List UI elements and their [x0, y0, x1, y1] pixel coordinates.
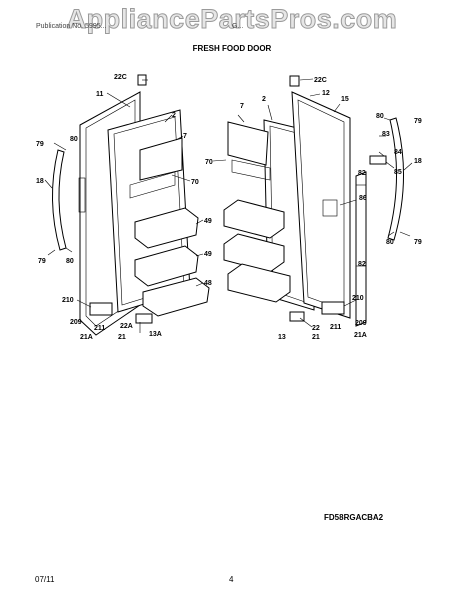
- callout-209-left: 209: [70, 319, 82, 326]
- callout-21-right: 21: [312, 334, 320, 341]
- page-number: 4: [229, 575, 234, 584]
- callout-82-upper: 82: [358, 170, 366, 177]
- callout-83: 83: [382, 131, 390, 138]
- model-code: FD58RGACBA2: [324, 513, 384, 522]
- callout-11: 11: [96, 91, 104, 98]
- callout-211-left: 211: [94, 325, 105, 332]
- callout-210-right: 210: [352, 295, 364, 302]
- left-handle: [51, 149, 67, 251]
- callout-13-right: 13: [278, 334, 286, 341]
- callout-22-right: 22: [312, 325, 320, 332]
- callout-48: 48: [204, 280, 212, 287]
- callout-7-right: 7: [240, 103, 244, 110]
- callout-2-right: 2: [262, 96, 266, 103]
- right-callouts: 22C 12 7 2 15 80 79 83 84 85 18 70 82 86…: [205, 77, 422, 341]
- callout-22a: 22A: [120, 323, 133, 330]
- callout-21a-right: 21A: [354, 332, 367, 339]
- callout-84: 84: [394, 149, 402, 156]
- header-publication: Publication No. 5995...: [36, 23, 107, 30]
- callout-21-left: 21: [118, 334, 126, 341]
- callout-70-right: 70: [205, 159, 213, 166]
- callout-79-right-top: 79: [414, 118, 422, 125]
- callout-86: 86: [359, 195, 367, 202]
- callout-80-left-top: 80: [70, 136, 78, 143]
- callout-18-left: 18: [36, 178, 44, 185]
- callout-80-right-top: 80: [376, 113, 384, 120]
- callout-79-left-top: 79: [36, 141, 44, 148]
- callout-79-left-bottom: 79: [38, 258, 46, 265]
- callout-70-left: 70: [191, 179, 199, 186]
- callout-12: 12: [322, 90, 330, 97]
- diagram-title: FRESH FOOD DOOR: [192, 44, 272, 53]
- callout-82-lower: 82: [358, 261, 366, 268]
- callout-211-right: 211: [330, 324, 341, 331]
- callout-49-upper: 49: [204, 218, 212, 225]
- callout-15: 15: [341, 96, 349, 103]
- right-handle: [387, 117, 404, 241]
- callout-22c-left: 22C: [114, 74, 127, 81]
- callout-13a: 13A: [149, 331, 162, 338]
- callout-85: 85: [394, 169, 402, 176]
- callout-79-right-bottom: 79: [414, 239, 422, 246]
- left-door-bins: [129, 137, 210, 317]
- right-leader-lines: [212, 78, 413, 328]
- footer-date: 07/11: [35, 575, 55, 584]
- callout-21a-left: 21A: [80, 334, 93, 341]
- callout-49-lower: 49: [204, 251, 212, 258]
- callout-22c-right: 22C: [314, 77, 327, 84]
- callout-18-right: 18: [414, 158, 422, 165]
- right-trim-strip: [355, 171, 367, 327]
- left-leader-lines: [44, 79, 204, 333]
- callout-2-left: 2: [172, 112, 176, 119]
- right-door-bins: [223, 121, 291, 303]
- callout-7-left: 7: [183, 133, 187, 140]
- callout-80-left-bottom: 80: [66, 258, 74, 265]
- right-hinge-parts: [289, 75, 387, 322]
- callout-209-right: 209: [355, 320, 367, 327]
- callout-210-left: 210: [62, 297, 74, 304]
- watermark: AppliancePartsPros.com: [66, 4, 398, 35]
- left-callouts: 22C 11 2 7 80 79 18 70 49 49 48 79 80 21…: [36, 74, 212, 341]
- callout-80-right-bottom: 80: [386, 239, 394, 246]
- header-model-info: G...: [232, 23, 244, 30]
